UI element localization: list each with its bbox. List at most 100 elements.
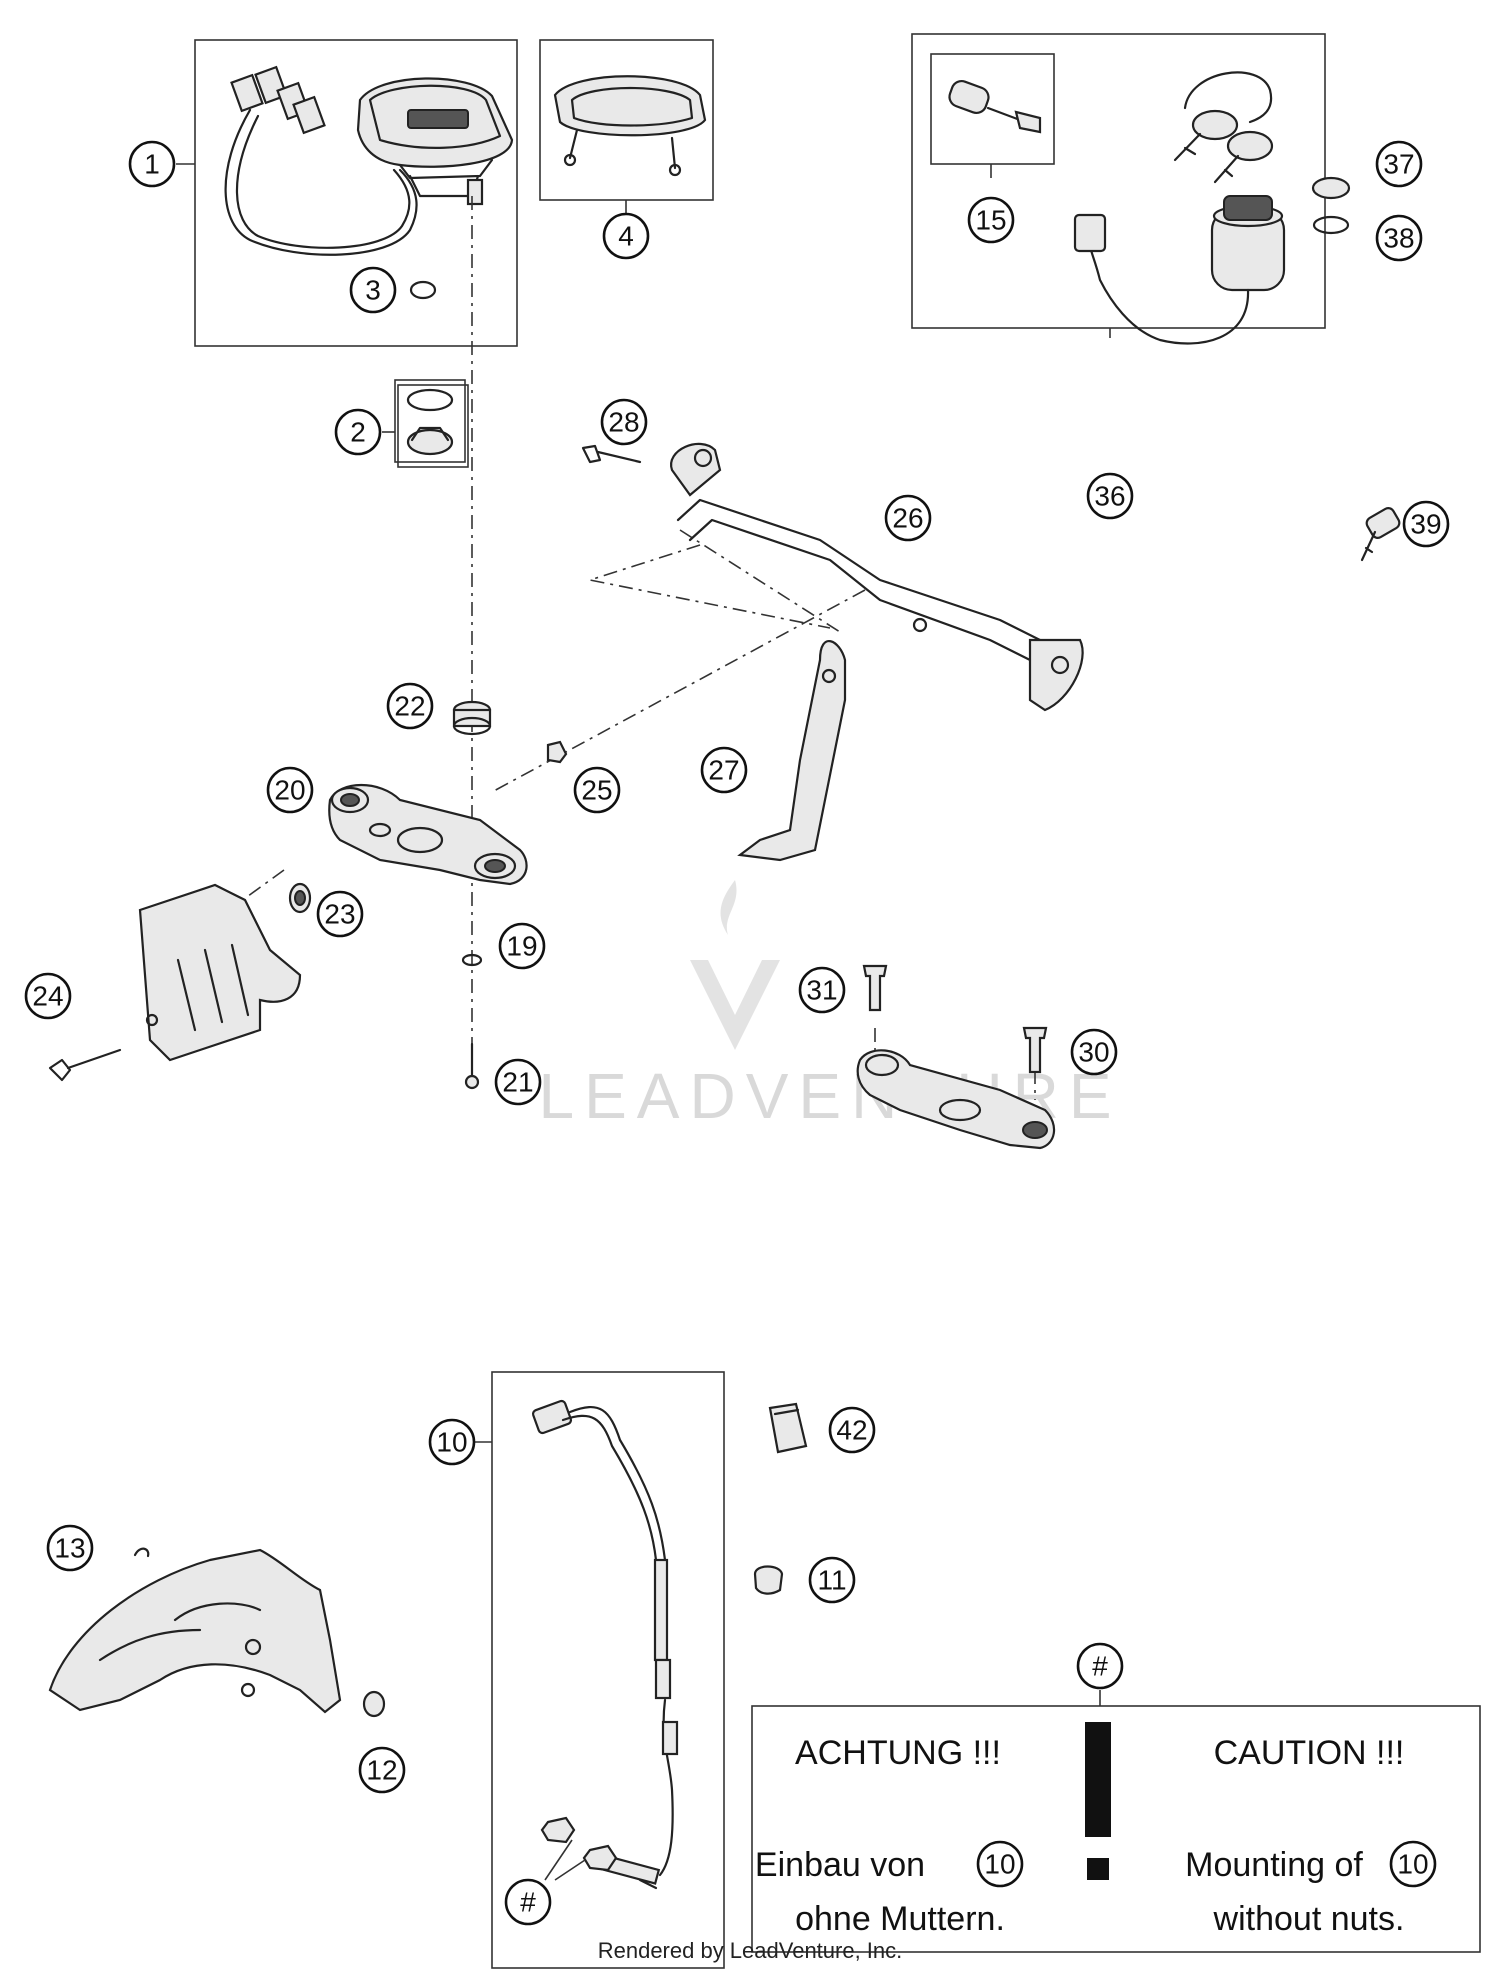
callout-label: 22	[394, 691, 425, 722]
clamp-bracket-part	[856, 964, 1056, 1150]
callout-22: 22	[386, 682, 434, 730]
nuts-part	[540, 1816, 618, 1881]
speed-sensor-frame	[491, 1371, 725, 1969]
callout-30: 30	[1070, 1028, 1118, 1076]
callout-31: 31	[798, 966, 846, 1014]
callout-3: 3	[349, 266, 397, 314]
holder-arm-part	[737, 639, 847, 862]
lock-cylinder-frame	[930, 53, 1055, 165]
bracket-part	[670, 442, 1084, 712]
callout-11: 11	[808, 1556, 856, 1604]
callout-label: 23	[324, 899, 355, 930]
cover-part	[553, 75, 707, 177]
callout-19: 19	[498, 922, 546, 970]
callout-label: 15	[975, 205, 1006, 236]
cable-clamp-part	[753, 1565, 784, 1595]
screw-21-part	[464, 1042, 480, 1090]
lock-cylinder-part	[948, 80, 1042, 134]
callout-21: 21	[494, 1058, 542, 1106]
callout-25: 25	[573, 766, 621, 814]
callout-39: 39	[1402, 500, 1450, 548]
callout-26: 26	[884, 494, 932, 542]
callout-20: 20	[266, 766, 314, 814]
guard-plate-part	[48, 883, 302, 1082]
callout-label: #	[520, 1887, 536, 1918]
callout-37: 37	[1375, 140, 1423, 188]
callout-label: 1	[144, 149, 160, 180]
callout-2: 2	[334, 408, 382, 456]
callout-label: 30	[1078, 1037, 1109, 1068]
rubber-bushing-22-part	[452, 700, 492, 736]
caution-ref-label: 10	[984, 1849, 1015, 1880]
callout-hash-notice: #	[1076, 1642, 1124, 1690]
caution-line2-de: ohne Muttern.	[795, 1900, 1005, 1938]
callout-label: 10	[436, 1427, 467, 1458]
callout-label: 27	[708, 755, 739, 786]
caution-ref-label: 10	[1397, 1849, 1428, 1880]
callout-23: 23	[316, 890, 364, 938]
speed-sensor-cable-part	[531, 1399, 679, 1890]
callout-label: 20	[274, 775, 305, 806]
bezel-part	[394, 379, 466, 463]
callout-24: 24	[24, 972, 72, 1020]
exclamation-dot	[1087, 1858, 1109, 1880]
callout-hash-nuts: #	[504, 1878, 552, 1926]
callout-27: 27	[700, 746, 748, 794]
speedometer-kit-frame	[194, 39, 518, 347]
callout-label: 3	[365, 275, 381, 306]
exclamation-bar	[1085, 1722, 1111, 1837]
caution-notice-frame	[751, 1705, 1481, 1953]
callout-label: 28	[608, 407, 639, 438]
caution-ref-de: 10	[976, 1840, 1024, 1888]
callout-28: 28	[600, 398, 648, 446]
callout-label: 38	[1383, 223, 1414, 254]
cable-clip-part	[768, 1402, 808, 1454]
bolt-28-part	[581, 444, 642, 464]
callout-label: 19	[506, 931, 537, 962]
leader-lines	[176, 163, 1111, 1706]
caution-line2-en: without nuts.	[1213, 1900, 1405, 1938]
callout-38: 38	[1375, 214, 1423, 262]
washer-19-part	[461, 953, 483, 967]
callout-10: 10	[428, 1418, 476, 1466]
mounting-kit-frame	[397, 384, 469, 468]
caution-heading-de: ACHTUNG !!!	[795, 1734, 1001, 1772]
callout-label: 12	[366, 1755, 397, 1786]
callout-label: 42	[836, 1415, 867, 1446]
callout-36: 36	[1086, 472, 1134, 520]
callout-13: 13	[46, 1524, 94, 1572]
footer-credit: Rendered by LeadVenture, Inc.	[597, 1938, 903, 1963]
ignition-switch-part	[1073, 195, 1286, 345]
callout-label: 21	[502, 1067, 533, 1098]
caution-heading-en: CAUTION !!!	[1214, 1734, 1405, 1772]
callout-label: 2	[350, 417, 366, 448]
callout-4: 4	[602, 212, 650, 260]
spare-key-part	[1360, 507, 1401, 562]
washer-part	[1312, 215, 1350, 235]
callout-label: #	[1092, 1651, 1108, 1682]
keys-part	[1173, 71, 1274, 184]
caution-line1-de: Einbau von	[755, 1846, 925, 1884]
callout-label: 13	[54, 1533, 85, 1564]
callout-12: 12	[358, 1746, 406, 1794]
seal-ring-part	[409, 280, 437, 300]
callout-label: 11	[817, 1565, 846, 1596]
speedometer-part	[224, 65, 514, 256]
callout-label: 4	[618, 221, 634, 252]
bushing-12-part	[362, 1690, 386, 1718]
triple-clamp-part	[328, 783, 528, 886]
callout-label: 39	[1410, 509, 1441, 540]
caution-ref-en: 10	[1389, 1840, 1437, 1888]
axis-line-bracket	[586, 544, 831, 629]
disc-guard-part	[48, 1547, 342, 1714]
axis-line-holder	[679, 529, 841, 633]
callout-label: 26	[892, 503, 923, 534]
callout-1: 1	[128, 140, 176, 188]
caution-notice: ACHTUNG !!! CAUTION !!! Einbau von 10 oh…	[755, 1722, 1437, 1938]
rubber-bushing-23-part	[288, 882, 312, 914]
callout-label: 37	[1383, 149, 1414, 180]
callout-label: 31	[806, 975, 837, 1006]
callout-label: 25	[581, 775, 612, 806]
callout-15: 15	[967, 196, 1015, 244]
